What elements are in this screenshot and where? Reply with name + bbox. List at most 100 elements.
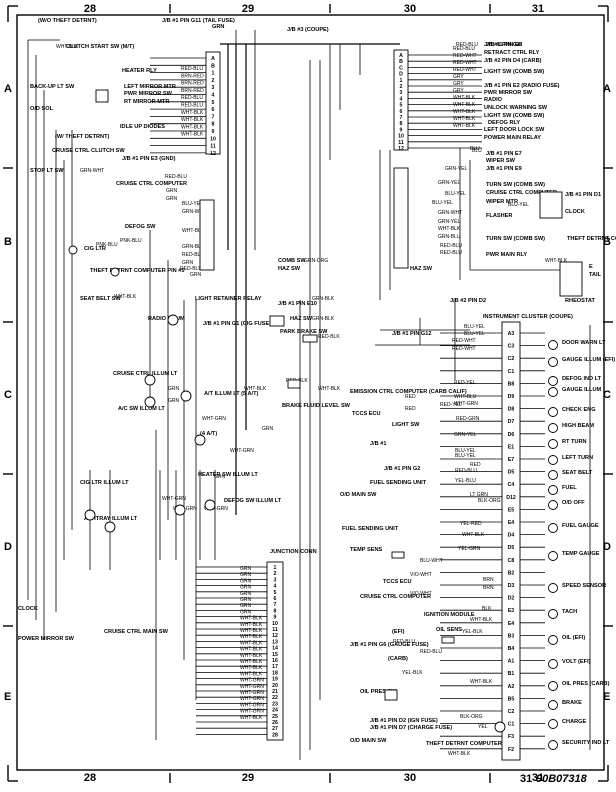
jb3-left-pin: 4 bbox=[212, 93, 215, 99]
junction-pin: 1 bbox=[274, 565, 277, 571]
indicator-lamp-icon bbox=[548, 376, 558, 386]
wire-color-label: RED-BLU bbox=[393, 639, 415, 645]
wire-color-label: GRN-YEL bbox=[445, 166, 467, 172]
cluster-indicator-label: GAUGE ILLUM bbox=[562, 387, 601, 393]
right-component-label: LEFT DOOR LOCK SW bbox=[484, 127, 545, 133]
wire-color-label: WHT-BLK bbox=[448, 751, 471, 757]
mid-component-label: HAZ SW bbox=[290, 316, 313, 322]
left-component-label: LIGHT RETAINER RELAY bbox=[195, 296, 262, 302]
mid-component-label: FUEL SENDING UNIT bbox=[370, 480, 427, 486]
wire-color-label: WHT-BLK bbox=[462, 532, 485, 538]
left-component-label: HEATER RLY bbox=[122, 68, 157, 74]
cluster-pin: D3 bbox=[508, 583, 515, 589]
jb3-left-pin: A bbox=[211, 56, 215, 62]
bulb-icon bbox=[167, 314, 179, 326]
jb3-right-wire-label: GRY bbox=[453, 88, 464, 94]
grid-column-label: 31 bbox=[532, 772, 544, 784]
cluster-pin: E7 bbox=[508, 457, 514, 463]
wire-color-label: BLK-ORG bbox=[460, 714, 483, 720]
frame-border bbox=[16, 14, 605, 771]
junction-pin: 24 bbox=[272, 708, 278, 714]
cluster-pin: C2 bbox=[508, 709, 515, 715]
junction-pin: 23 bbox=[272, 701, 278, 707]
wire-color-label: RED bbox=[405, 406, 416, 412]
indicator-lamp-icon bbox=[548, 551, 558, 561]
jb3-left-wire-label: BRN-RED bbox=[181, 81, 204, 87]
indicator-lamp-icon bbox=[548, 407, 558, 417]
wire-color-label: PNK-BLU bbox=[96, 242, 118, 248]
indicator-lamp-icon bbox=[548, 609, 558, 619]
jb3-right-pin: 8 bbox=[400, 121, 403, 127]
wire-color-label: WHT-BLK bbox=[114, 294, 137, 300]
mid-component-label: HAZ SW bbox=[278, 266, 301, 272]
wire-color-label: LT GRN bbox=[470, 492, 488, 498]
cluster-indicator-label: FUEL GAUGE bbox=[562, 523, 599, 529]
mid-component-label: IGNITION MODULE bbox=[424, 612, 475, 618]
wire-color-label: GRN bbox=[190, 272, 202, 278]
grid-row-label: D bbox=[603, 541, 611, 553]
wire-color-label: RED-BLU bbox=[420, 649, 442, 655]
jb3-right-wire-label: RED-WHT bbox=[453, 67, 477, 73]
junction-wire-label: GRN bbox=[240, 578, 252, 584]
junction-pin: 12 bbox=[272, 633, 278, 639]
junction-pin: 5 bbox=[274, 590, 277, 596]
junction-wire-label: GRN bbox=[240, 597, 252, 603]
mid-component-label: TURN SW (COMB SW) bbox=[486, 236, 545, 242]
junction-pin: 4 bbox=[274, 584, 277, 590]
mid-component-label: J/B #1 PIN D1 bbox=[565, 192, 601, 198]
left-component-label: (W/ THEFT DETRNT) bbox=[55, 134, 110, 140]
cluster-pin: E4 bbox=[508, 621, 514, 627]
mid-component-label: TAIL bbox=[589, 272, 602, 278]
mid-component-label: CRUISE CTRL COMPUTER bbox=[360, 594, 431, 600]
cluster-pin: E4 bbox=[508, 520, 514, 526]
junction-pin: 9 bbox=[274, 615, 277, 621]
wire-color-label: BLU-WHT bbox=[420, 558, 443, 564]
wire-color-label: YEL-RED bbox=[460, 521, 482, 527]
grid-row-label: A bbox=[4, 83, 12, 95]
junction-conn-label: JUNCTION CONN bbox=[270, 549, 317, 555]
left-component-label: ASHTRAY ILLUM LT bbox=[84, 516, 138, 522]
junction-wire-label: WHT-BLK bbox=[240, 671, 263, 677]
wire-color-label: GRN-BLK bbox=[312, 296, 335, 302]
mid-component-label: J/B #1 PIN G12 bbox=[392, 331, 432, 337]
grid-column-label: 29 bbox=[242, 772, 254, 784]
indicator-lamp-icon bbox=[548, 740, 558, 750]
jb3-left-pin: 6 bbox=[212, 107, 215, 113]
cluster-pin: B3 bbox=[508, 633, 515, 639]
junction-wire-label: WHT-BLK bbox=[240, 665, 263, 671]
wire-color-label: GRN-WHT bbox=[438, 210, 462, 216]
jb3-left-wire-label: WHT-BLK bbox=[181, 110, 204, 116]
left-component-label: THEFT DETRNT COMPUTER PIN #5 bbox=[90, 268, 184, 274]
right-component-label: J/B #1 PIN G8 bbox=[484, 42, 520, 48]
jb3-right-pin: 2 bbox=[400, 84, 403, 90]
mid-component-label: CLOCK bbox=[565, 209, 585, 215]
indicator-lamp-icon bbox=[548, 659, 558, 669]
indicator-lamp-icon bbox=[548, 635, 558, 645]
left-component-label: DEFOG SW ILLUM LT bbox=[224, 498, 282, 504]
mid-component-label: J/B #1 PIN E7 bbox=[486, 151, 522, 157]
wire-color-label: YEL-BLK bbox=[462, 629, 483, 635]
mid-component-label: TURN SW (COMB SW) bbox=[486, 182, 545, 188]
left-component-label: A/C SW ILLUM LT bbox=[118, 406, 165, 412]
cluster-pin: D5 bbox=[508, 545, 515, 551]
wire-color-label: WHT-BLK bbox=[182, 228, 205, 234]
mid-component-label: PWR MAIN RLY bbox=[486, 252, 527, 258]
rheostat bbox=[559, 261, 583, 297]
wire-color-label: WHT-BLK bbox=[318, 386, 341, 392]
jb3-right-pin: A bbox=[399, 53, 403, 59]
cluster-pin: C1 bbox=[508, 722, 515, 728]
left-component-label: J/B #1 PIN G1 (CIG FUSE) bbox=[203, 321, 271, 327]
indicator-lamp-icon bbox=[548, 357, 558, 367]
mid-component-label: O/D MAIN SW bbox=[340, 492, 377, 498]
wire-color-label: GRN bbox=[182, 260, 194, 266]
mid-component-label: FLASHER bbox=[486, 213, 512, 219]
wire-color-label: BLU bbox=[470, 146, 480, 152]
right-component-label: RADIO bbox=[484, 97, 503, 103]
jb3-right-wire-label: GRY bbox=[453, 81, 464, 87]
mid-component-label: FUEL SENDING UNIT bbox=[342, 526, 399, 532]
wire-color-label: BLU-YEL bbox=[455, 453, 476, 459]
mid-component-label: J/B #1 PIN E9 bbox=[486, 166, 522, 172]
wire-color-label: GRN-WHT bbox=[80, 168, 104, 174]
wire-color-label: RED-WHT bbox=[452, 338, 476, 344]
